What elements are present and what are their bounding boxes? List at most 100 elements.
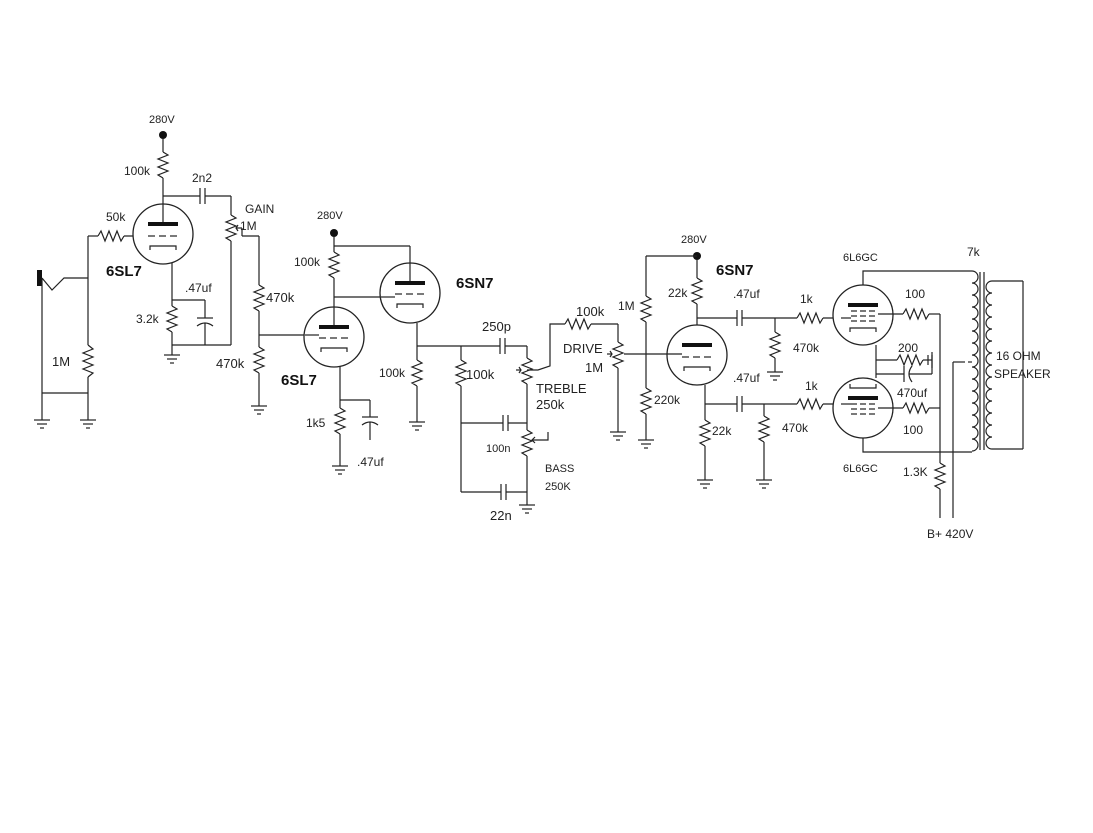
supply-label-v2: 280V <box>317 210 343 222</box>
resistor-pi-cath-22k-label: 22k <box>712 424 732 438</box>
resistor-series-470k: 470k <box>252 236 295 335</box>
resistor-drop: 1.3K <box>903 462 947 518</box>
ground-symbol <box>767 371 783 381</box>
resistor-screen-top: 100 <box>878 287 940 321</box>
resistor-slope-100k-label: 100k <box>466 367 495 382</box>
resistor-screen-bot: 100 <box>878 401 940 437</box>
resistor-bias-bot-470k: 470k <box>757 404 809 480</box>
bass-pot-value: 250K <box>545 481 571 493</box>
resistor-cath1-label: 3.2k <box>136 312 160 326</box>
resistor-bias-top-470k: 470k <box>768 318 820 372</box>
treble-pot: TREBLE 250k <box>516 346 587 420</box>
tube-v3 <box>665 324 728 386</box>
resistor-pi-cath-22k: 22k <box>698 385 732 480</box>
input-jack <box>37 270 88 420</box>
resistor-screen-top-label: 100 <box>905 287 925 301</box>
svg-text:16 OHM: 16 OHM <box>996 349 1041 363</box>
treble-pot-label: TREBLE <box>536 381 587 396</box>
resistor-pi-plate-22k-label: 22k <box>668 286 688 300</box>
capacitor-pi-top: .47uf <box>733 287 797 326</box>
ground-symbol <box>610 431 626 441</box>
resistor-drive-100k: 100k <box>564 304 618 331</box>
output-transformer: 7k <box>967 245 1024 452</box>
resistor-plate-v2: 100k <box>294 237 341 307</box>
drive-pot-label: DRIVE <box>563 341 603 356</box>
resistor-input-1m: 1M <box>52 236 95 420</box>
tube-p1 <box>832 284 894 346</box>
capacitor-bright-label: 2n2 <box>192 171 212 185</box>
resistor-cf-100k: 100k <box>379 323 424 422</box>
resistor-gs-top-1k-label: 1k <box>800 292 814 306</box>
ground-symbol <box>697 479 713 489</box>
capacitor-treble: 250p <box>482 319 527 354</box>
resistor-series-470k-label: 470k <box>266 290 295 305</box>
ground-symbol <box>409 421 425 431</box>
capacitor-pi-bot-label: .47uf <box>733 371 760 385</box>
resistor-plate-v1-label: 100k <box>124 164 151 178</box>
resistor-bias-bot-470k-label: 470k <box>782 421 809 435</box>
bass-pot-label: BASS <box>545 463 574 475</box>
resistor-pcath-label: 200 <box>898 341 918 355</box>
resistor-gs-bot-1k: 1k <box>796 379 841 411</box>
resistor-pi-top-1m: 1M <box>618 256 653 388</box>
gain-pot: GAIN 1M <box>224 196 274 345</box>
svg-text:SPEAKER: SPEAKER <box>994 367 1051 381</box>
resistor-drive-100k-label: 100k <box>576 304 605 319</box>
speaker-label: 16 OHM SPEAKER <box>994 349 1051 381</box>
resistor-drop-label: 1.3K <box>903 465 928 479</box>
resistor-input-1m-label: 1M <box>52 354 70 369</box>
ground-symbol <box>34 419 50 429</box>
resistor-screen-bot-label: 100 <box>903 423 923 437</box>
tube-v2b <box>379 246 441 324</box>
supply-label-bplus: B+ 420V <box>927 527 973 541</box>
resistor-pi-bot-220k-label: 220k <box>654 393 681 407</box>
capacitor-bright: 2n2 <box>163 171 231 204</box>
transformer-label: 7k <box>967 245 981 259</box>
resistor-cf-100k-label: 100k <box>379 366 406 380</box>
bass-pot: BASS 250K <box>520 420 574 505</box>
gain-pot-label: GAIN <box>245 202 274 216</box>
drive-pot-value: 1M <box>585 360 603 375</box>
capacitor-cath1-label: .47uf <box>185 281 212 295</box>
capacitor-pcath-label: 470uf <box>897 386 928 400</box>
resistor-bias-top-470k-label: 470k <box>793 341 820 355</box>
resistor-cath2-label: 1k5 <box>306 416 326 430</box>
resistor-pi-plate-22k: 22k <box>668 260 704 325</box>
ground-symbol <box>332 465 348 475</box>
tube-v2a-label: 6SL7 <box>281 372 317 389</box>
supply-node-v1 <box>159 131 167 139</box>
ground-symbol <box>519 504 535 514</box>
tube-v1 <box>132 203 194 265</box>
capacitor-mid-label: 100n <box>486 443 510 455</box>
resistor-gs-bot-1k-label: 1k <box>805 379 819 393</box>
resistor-shunt-470k-label: 470k <box>216 356 245 371</box>
resistor-shunt-470k: 470k <box>216 335 266 406</box>
ground-symbol <box>251 405 267 415</box>
capacitor-mid: 100n <box>461 415 527 455</box>
resistor-plate-v1: 100k <box>124 139 170 204</box>
supply-label-v3: 280V <box>681 234 707 246</box>
ground-symbol <box>80 419 96 429</box>
resistor-pi-bot-220k: 220k <box>639 387 681 440</box>
capacitor-pi-bot: .47uf <box>733 371 797 412</box>
v2a-cathode-network: 1k5 .47uf <box>306 366 384 469</box>
resistor-pi-top-1m-label: 1M <box>618 299 635 313</box>
tube-v3-label: 6SN7 <box>716 262 754 279</box>
tube-p2-label: 6L6GC <box>843 463 878 475</box>
capacitor-cath2-label: .47uf <box>357 455 384 469</box>
ground-symbol <box>638 439 654 449</box>
ground-symbol <box>164 345 180 364</box>
resistor-plate-v2-label: 100k <box>294 255 321 269</box>
drive-pot: DRIVE 1M <box>563 324 665 432</box>
tube-v2b-label: 6SN7 <box>456 275 494 292</box>
tube-p1-label: 6L6GC <box>843 252 878 264</box>
supply-node-v2 <box>330 229 338 237</box>
resistor-grid-50k-label: 50k <box>106 210 126 224</box>
tube-v2a <box>303 306 365 368</box>
gain-pot-value: 1M <box>240 219 257 233</box>
supply-label-v1: 280V <box>149 114 175 126</box>
capacitor-bass-label: 22n <box>490 508 512 523</box>
capacitor-bass: 22n <box>461 484 527 523</box>
capacitor-treble-label: 250p <box>482 319 511 334</box>
